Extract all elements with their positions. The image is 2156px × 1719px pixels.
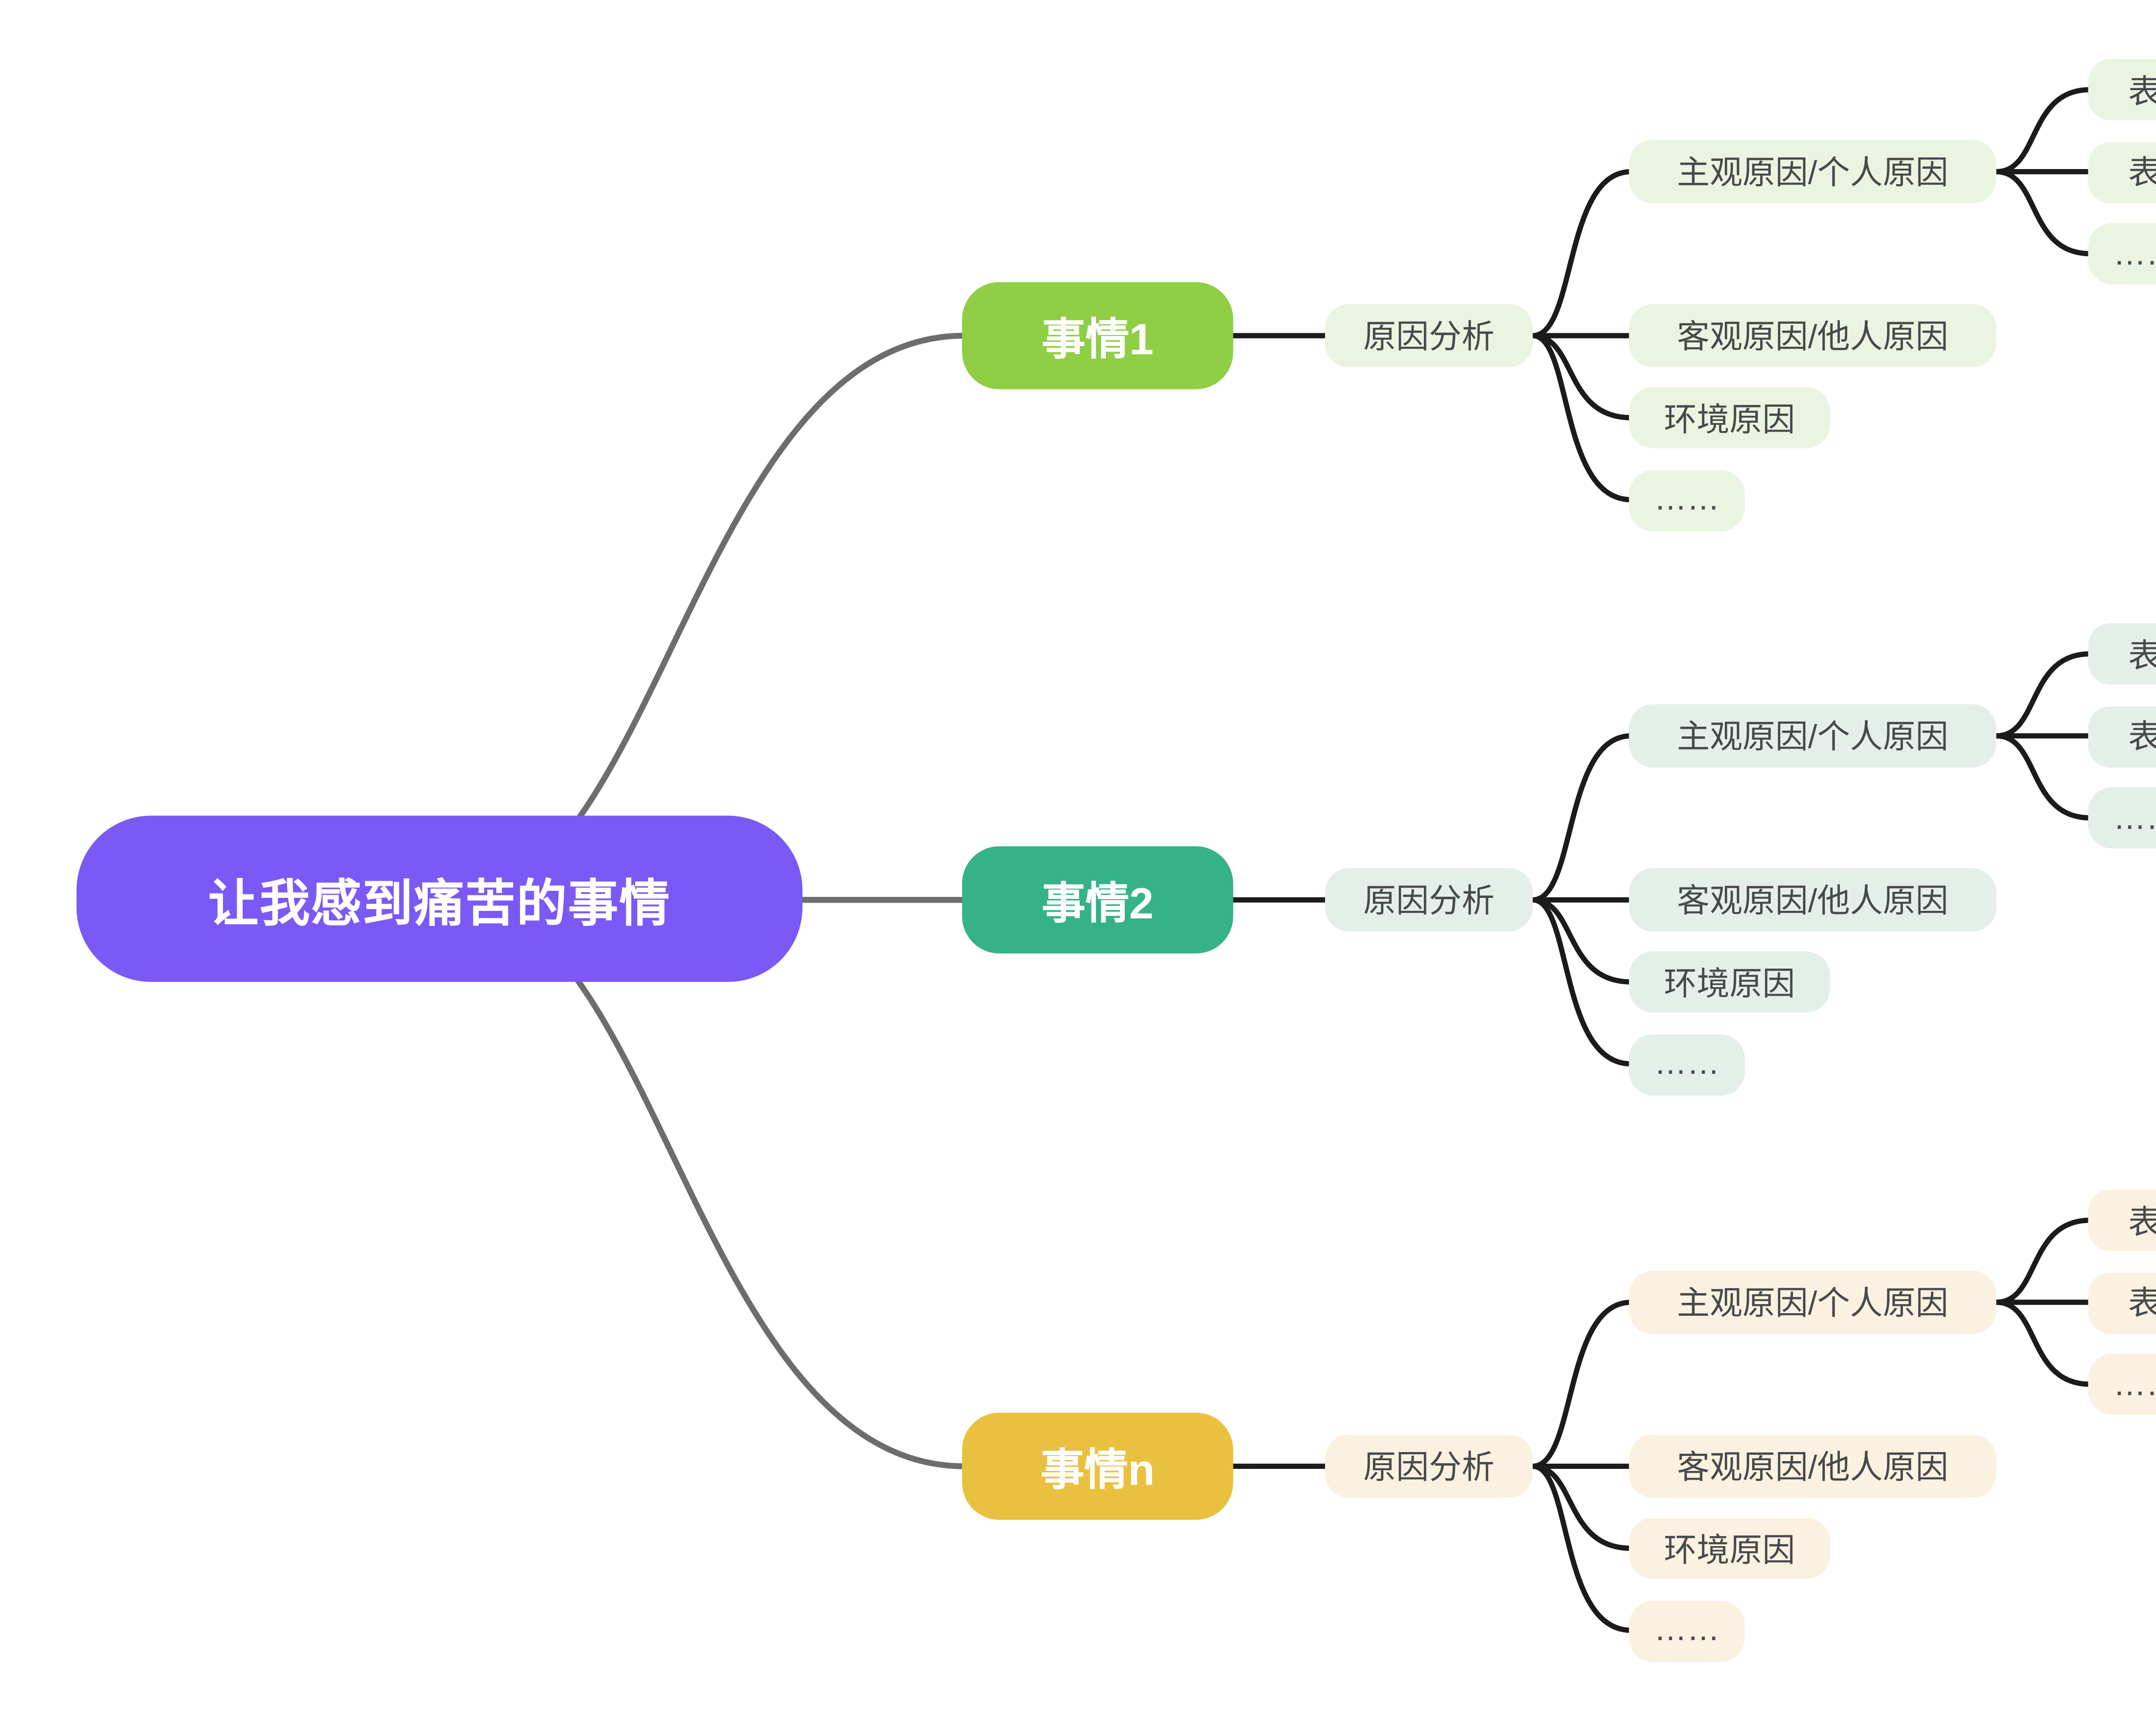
cause-node[interactable]: 环境原因	[1629, 387, 1830, 449]
chain-node[interactable]: 表面原因1→	[2088, 59, 2156, 120]
ellipsis-node[interactable]: ……	[2088, 787, 2156, 849]
cause-node[interactable]: 环境原因	[1629, 951, 1830, 1013]
cause-node[interactable]: 客观原因/他人原因	[1629, 304, 1996, 367]
chain-node[interactable]: 表面原因2→	[2088, 705, 2156, 767]
chain-node[interactable]: 表面原因1→	[2088, 623, 2156, 685]
cause-node[interactable]: 客观原因/他人原因	[1629, 868, 1996, 932]
cause-node[interactable]: 客观原因/他人原因	[1629, 1434, 1996, 1498]
root-connector	[456, 333, 968, 902]
root-node[interactable]: 让我感到痛苦的事情	[76, 816, 802, 982]
analysis-node[interactable]: 原因分析	[1325, 868, 1533, 932]
chain-node[interactable]: 表面原因2→	[2088, 141, 2156, 203]
topic-node[interactable]: 事情2	[962, 846, 1233, 954]
ellipsis-node[interactable]: ……	[2088, 1353, 2156, 1415]
root-connector	[456, 898, 968, 1469]
analysis-node[interactable]: 原因分析	[1325, 1434, 1533, 1498]
analysis-node[interactable]: 原因分析	[1325, 304, 1533, 367]
cause-node[interactable]: 主观原因/个人原因	[1629, 1270, 1996, 1334]
ellipsis-node[interactable]: ……	[1629, 1033, 1745, 1095]
cause-node[interactable]: 主观原因/个人原因	[1629, 704, 1996, 768]
ellipsis-node[interactable]: ……	[1629, 1600, 1745, 1661]
ellipsis-node[interactable]: ……	[1629, 469, 1745, 530]
ellipsis-node[interactable]: ……	[2088, 223, 2156, 285]
chain-node[interactable]: 表面原因2→	[2088, 1271, 2156, 1333]
topic-node[interactable]: 事情n	[962, 1412, 1233, 1520]
topic-node[interactable]: 事情1	[962, 282, 1233, 389]
chain-node[interactable]: 表面原因1→	[2088, 1189, 2156, 1251]
cause-node[interactable]: 环境原因	[1629, 1518, 1830, 1579]
cause-node[interactable]: 主观原因/个人原因	[1629, 140, 1996, 204]
